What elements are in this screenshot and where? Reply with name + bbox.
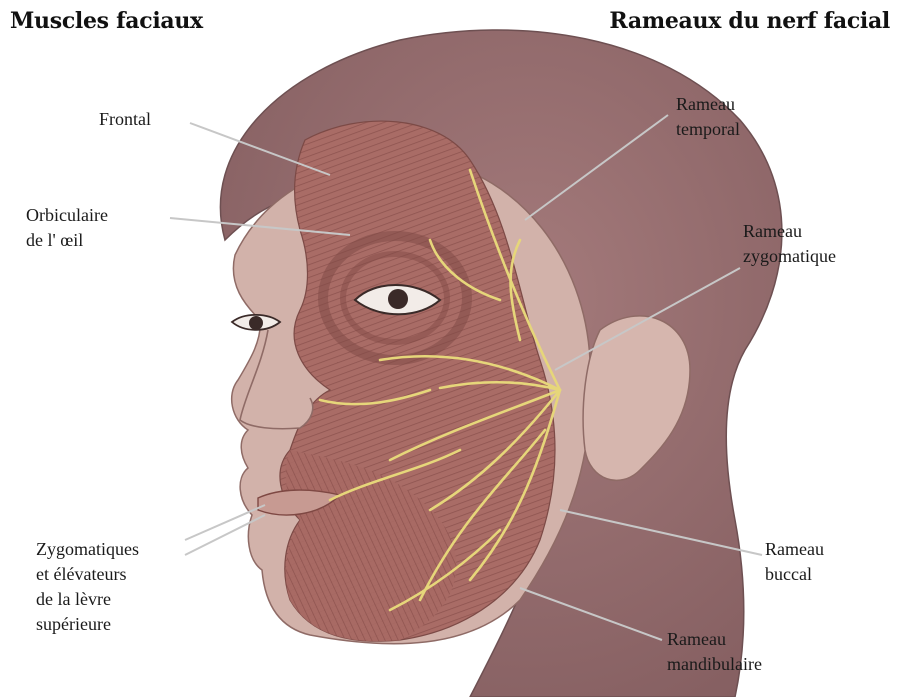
label-buccal-branch: Rameau buccal (765, 537, 824, 587)
label-zygomatic-muscles: Zygomatiques et élévateurs de la lèvre s… (36, 537, 139, 637)
title-facial-nerve-branches: Rameaux du nerf facial (609, 8, 890, 34)
label-frontal: Frontal (99, 107, 151, 132)
label-temporal-branch: Rameau temporal (676, 92, 740, 142)
label-zygomatic-branch: Rameau zygomatique (743, 219, 836, 269)
label-mandibular-branch: Rameau mandibulaire (667, 627, 762, 677)
label-orbicularis-oculi: Orbiculaire de l' œil (26, 203, 108, 253)
title-facial-muscles: Muscles faciaux (10, 8, 203, 34)
